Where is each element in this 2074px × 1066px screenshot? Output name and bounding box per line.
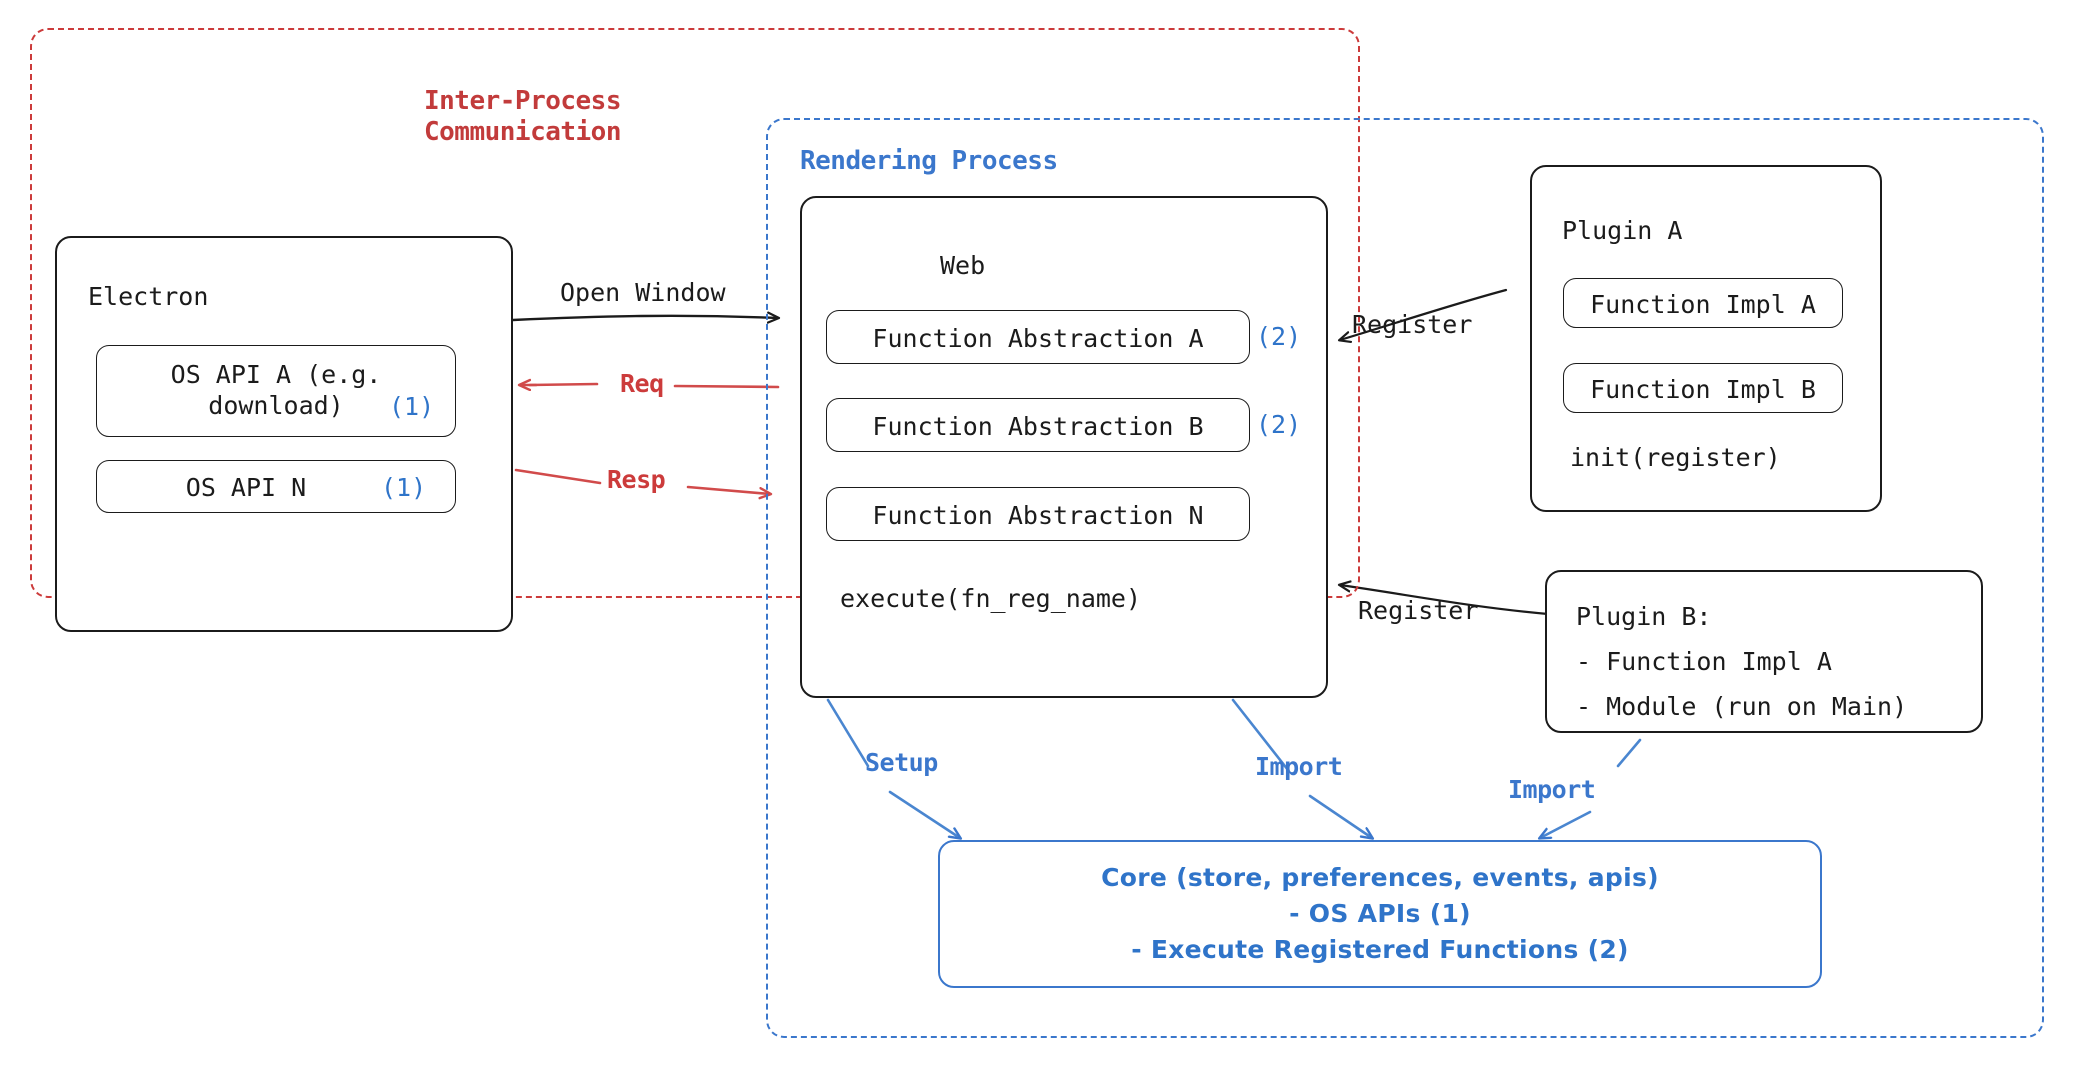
region-inter-process-communication: [30, 28, 1360, 598]
region-rendering-process: [766, 118, 2044, 1038]
plugin-b-line-1: - Function Impl A: [1576, 647, 1832, 676]
edge-label-import-web: Import: [1255, 752, 1343, 781]
plugin-a-title: Plugin A: [1562, 216, 1683, 245]
edge-label-register-plugin-b: Register: [1358, 596, 1479, 625]
node-os-api-n[interactable]: [96, 460, 456, 513]
web-execute-label: execute(fn_reg_name): [840, 584, 1142, 613]
core-line-1: Core (store, preferences, events, apis): [1101, 863, 1659, 892]
plugin-a-init-label: init(register): [1570, 443, 1781, 472]
plugin-b-title: Plugin B:: [1576, 602, 1712, 631]
core-line-2: - OS APIs (1): [1289, 899, 1471, 928]
plugin-b-line-2: - Module (run on Main): [1576, 692, 1908, 721]
os-api-a-badge: (1): [389, 392, 435, 421]
node-function-abstraction-a[interactable]: [826, 310, 1250, 364]
edge-label-req: Req: [620, 369, 664, 398]
node-core[interactable]: [938, 840, 1822, 988]
function-abstraction-a-label: Function Abstraction A: [872, 324, 1204, 353]
edge-label-import-plugin: Import: [1508, 775, 1596, 804]
node-plugin-a[interactable]: [1530, 165, 1882, 512]
core-line-3: - Execute Registered Functions (2): [1131, 935, 1629, 964]
os-api-n-label: OS API N: [185, 473, 307, 502]
edge-label-open-window: Open Window: [560, 278, 726, 307]
function-impl-b-label: Function Impl B: [1590, 375, 1816, 404]
node-function-impl-b[interactable]: [1563, 363, 1843, 413]
function-impl-a-label: Function Impl A: [1590, 290, 1816, 319]
function-abstraction-b-label: Function Abstraction B: [872, 412, 1204, 441]
function-abstraction-n-label: Function Abstraction N: [872, 501, 1204, 530]
edge-label-register-plugin-a: Register: [1352, 310, 1473, 339]
region-label-ipc: Inter-Process Communication: [424, 86, 622, 147]
os-api-a-label: OS API A (e.g. download): [170, 360, 382, 420]
function-abstraction-b-badge: (2): [1256, 410, 1302, 439]
region-label-rendering-process: Rendering Process: [800, 146, 1058, 176]
node-plugin-b[interactable]: [1545, 570, 1983, 733]
node-function-abstraction-n[interactable]: [826, 487, 1250, 541]
web-title: Web: [940, 251, 986, 280]
node-function-impl-a[interactable]: [1563, 278, 1843, 328]
electron-title: Electron: [88, 282, 209, 311]
node-function-abstraction-b[interactable]: [826, 398, 1250, 452]
node-os-api-a[interactable]: [96, 345, 456, 437]
edge-label-resp: Resp: [607, 465, 666, 494]
os-api-n-badge: (1): [381, 473, 427, 502]
function-abstraction-a-badge: (2): [1256, 322, 1302, 351]
edge-label-setup: Setup: [865, 748, 938, 777]
